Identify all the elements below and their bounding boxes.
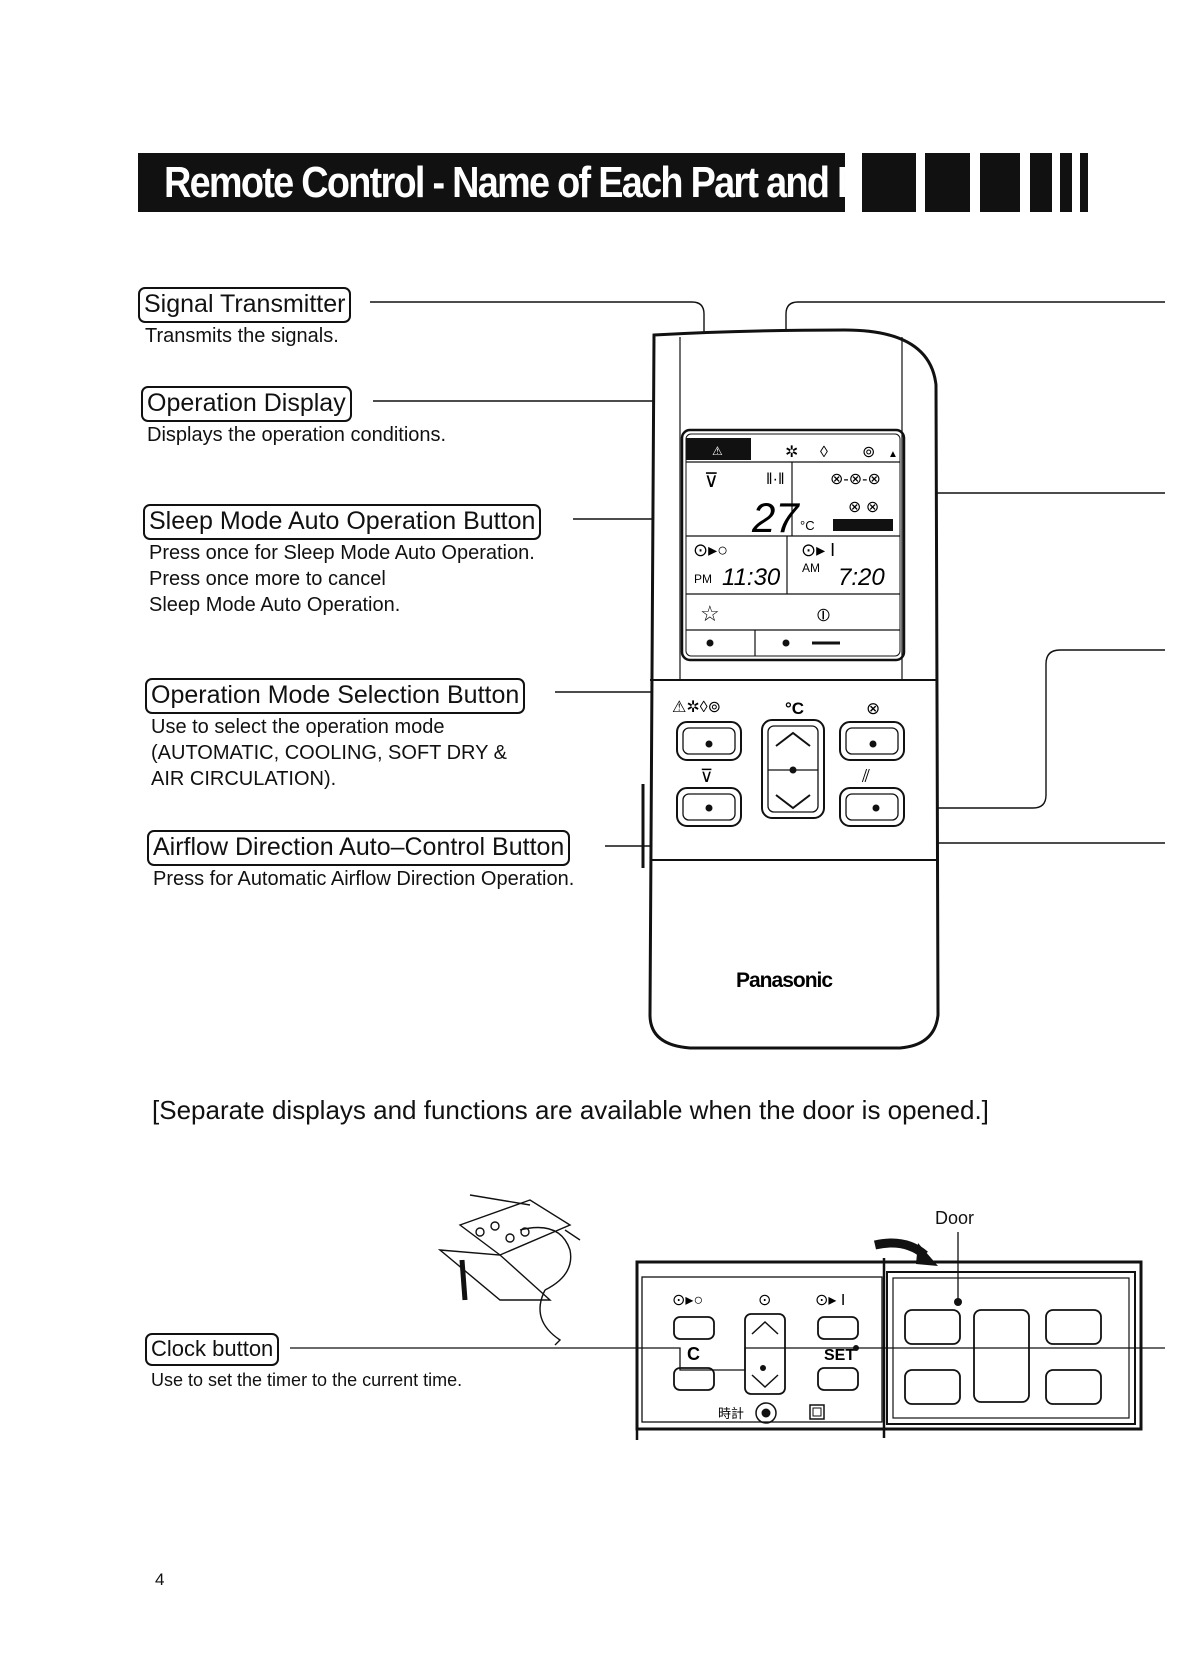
sleep-mode-button-label: Sleep Mode Auto Operation Button <box>143 504 542 540</box>
clock-button-kanji: 時計 <box>718 1406 744 1421</box>
timer-adjust-buttons[interactable] <box>744 1313 786 1395</box>
on-timer-period: AM <box>802 561 820 575</box>
door-button[interactable] <box>1045 1369 1102 1405</box>
airflow-direction-button-description: Press for Automatic Airflow Direction Op… <box>153 868 575 890</box>
operation-display-description: Displays the operation conditions. <box>147 424 447 446</box>
door-note: [Separate displays and functions are ava… <box>152 1095 989 1125</box>
on-timer-time: 7:20 <box>838 564 885 591</box>
hand-opening-door-sketch <box>437 1194 581 1346</box>
temperature-value: 27 <box>751 494 800 541</box>
svg-text:▲: ▲ <box>888 449 898 460</box>
mode-icons: ⚠✲◊⊚ <box>672 699 721 716</box>
temp-button-label: °C <box>785 699 804 718</box>
airflow-swing-button-icon: ⫽ <box>861 766 870 786</box>
sleep-mode-button-description: Press once for Sleep Mode Auto Operation… <box>149 542 535 616</box>
page-number: 4 <box>155 1570 165 1589</box>
fan-auto-icon: ⊗ ⊗ <box>848 499 879 516</box>
clock-button-label: Clock button <box>145 1333 280 1366</box>
fan-speed-icon: ⊗-⊗-⊗ <box>830 471 881 488</box>
airflow-direction-button-label: Airflow Direction Auto–Control Button <box>147 830 571 866</box>
operation-mode-button-description: Use to select the operation mode (AUTOMA… <box>151 716 507 790</box>
temp-up-icon <box>775 731 811 747</box>
fan-speed-button-icon: ⊗ <box>866 699 880 718</box>
door-button[interactable] <box>973 1309 1030 1403</box>
clear-button-label: C <box>687 1344 700 1364</box>
cool-mode-icon: ✲ <box>785 444 798 461</box>
airflow-direction-button[interactable] <box>676 787 742 827</box>
time-down-icon <box>751 1374 779 1389</box>
door-button[interactable] <box>904 1309 961 1345</box>
temp-thermometer-icon: ǁ·ǁ <box>766 471 785 488</box>
time-up-icon <box>751 1320 779 1335</box>
door-button[interactable] <box>1045 1309 1102 1345</box>
airflow-direction-icon: ⊽ <box>700 766 713 786</box>
circulation-mode-icon: ⊚ <box>862 444 875 461</box>
title-decoration-block <box>925 153 970 212</box>
temperature-buttons[interactable] <box>761 719 825 819</box>
off-timer-button[interactable] <box>673 1316 715 1340</box>
temp-down-icon <box>775 794 811 810</box>
auto-mode-indicator <box>686 438 751 460</box>
door-button[interactable] <box>904 1369 961 1405</box>
title-decoration-block <box>1060 153 1072 212</box>
off-timer-icon: ⊙▸○ <box>672 1292 703 1309</box>
sleep-star-icon: ☆ <box>700 601 720 626</box>
clock-button[interactable] <box>755 1402 777 1424</box>
off-timer-icon: ⊙▸○ <box>693 540 728 560</box>
brand-logo: Panasonic <box>736 969 833 992</box>
off-timer-period: PM <box>694 572 712 586</box>
signal-transmitter-description: Transmits the signals. <box>145 325 339 347</box>
fan-speed-button[interactable] <box>839 721 905 761</box>
clear-button[interactable] <box>673 1367 715 1391</box>
title-decoration-block <box>862 153 916 212</box>
remote-body <box>648 328 940 1050</box>
auto-mode-icon: ⚠ <box>712 444 723 458</box>
airflow-swing-icon: ⊽ <box>704 470 719 492</box>
title-decoration-block <box>1030 153 1052 212</box>
clock-button-description: Use to set the timer to the current time… <box>151 1370 463 1390</box>
operation-mode-button[interactable] <box>676 721 742 761</box>
temperature-unit: °C <box>800 518 815 533</box>
on-timer-icon: ⊙▸ I <box>815 1292 845 1309</box>
off-timer-time: 11:30 <box>722 564 781 591</box>
signal-transmitter-label: Signal Transmitter <box>138 287 352 323</box>
operation-display-label: Operation Display <box>141 386 352 422</box>
lcd-frame <box>680 428 906 662</box>
fan-level-bar <box>833 519 893 531</box>
title-decoration-block <box>1080 153 1088 212</box>
dry-mode-icon: ◊ <box>820 444 828 461</box>
airflow-swing-button[interactable] <box>839 787 905 827</box>
on-timer-icon: ⊙▸ I <box>801 540 835 560</box>
reset-button[interactable] <box>809 1404 825 1420</box>
on-timer-button[interactable] <box>817 1316 859 1340</box>
operation-mode-button-label: Operation Mode Selection Button <box>145 678 526 714</box>
door-label: Door <box>935 1208 975 1228</box>
set-button-label: SET <box>824 1347 855 1364</box>
clock-icon: ⊙ <box>758 1292 771 1309</box>
set-button[interactable] <box>817 1367 859 1391</box>
power-indicator-icon: ⦶ <box>817 605 830 625</box>
title-decoration-block <box>980 153 1020 212</box>
